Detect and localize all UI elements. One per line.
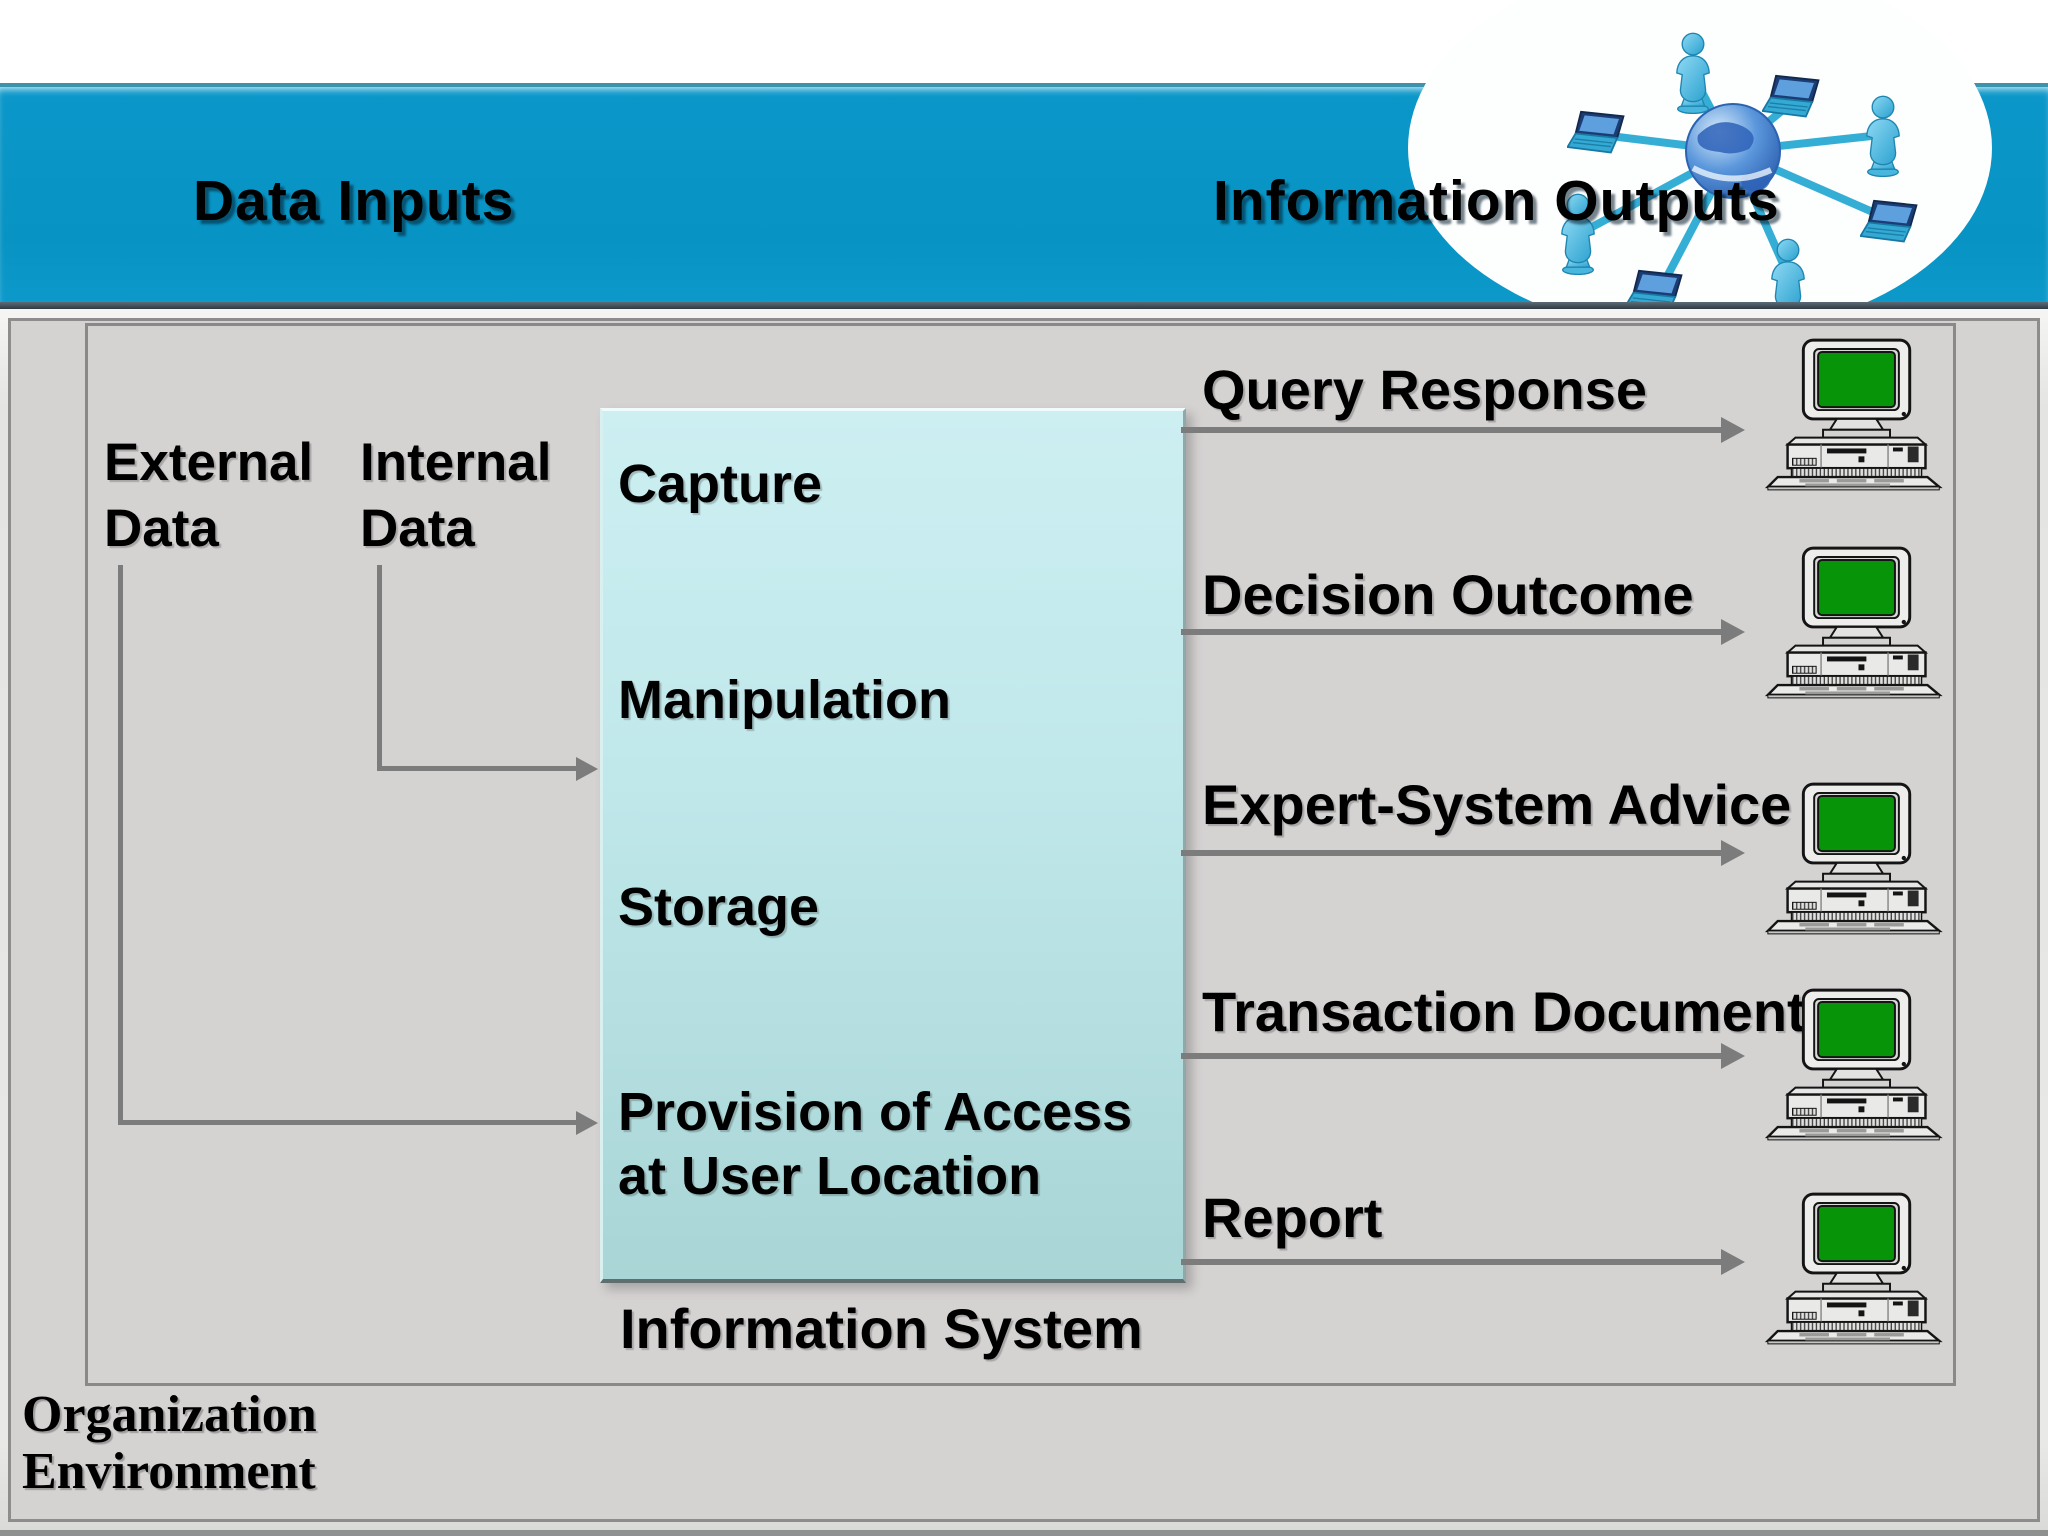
output-arrow [1181,629,1721,635]
organization-boundary-rect [85,323,1956,1386]
desktop-computer-icon [1760,1192,1957,1345]
output-label: Decision Outcome [1202,563,1694,626]
information-outputs-title: Information Outputs [1213,169,1780,233]
data-inputs-title: Data Inputs [193,169,515,233]
system-function-storage: Storage [618,877,820,937]
globe-icon [1685,103,1781,199]
internal-data-label: Internal Data [360,433,552,558]
output-label: Expert-System Advice [1202,773,1792,836]
external-data-connector-arrow [118,1120,576,1125]
output-arrow [1181,1259,1721,1265]
organization-environment-label: Organization Environment [22,1386,317,1500]
desktop-computer-icon [1760,988,1957,1141]
system-function-capture: Capture [618,454,823,514]
desktop-computer-icon [1760,338,1957,491]
system-function-manipulation: Manipulation [618,670,951,730]
information-system-box [600,408,1186,1283]
desktop-computer-icon [1760,546,1957,699]
output-label: Transaction Document [1202,980,1806,1043]
output-label: Query Response [1202,358,1648,421]
external-data-label: External Data [104,433,314,558]
output-arrow [1181,1053,1721,1059]
output-arrow [1181,427,1721,433]
information-system-caption: Information System [620,1297,1143,1360]
global-network-icon [1408,0,1992,310]
internal-data-connector-arrow [377,766,576,771]
output-label: Report [1202,1186,1383,1249]
internal-data-connector-vertical [377,565,382,770]
system-function-provision: Provision of Access at User Location [618,1082,1133,1206]
external-data-connector-vertical [118,565,123,1123]
desktop-computer-icon [1760,782,1957,935]
banner-bottom-edge [0,302,2048,310]
output-arrow [1181,850,1721,856]
